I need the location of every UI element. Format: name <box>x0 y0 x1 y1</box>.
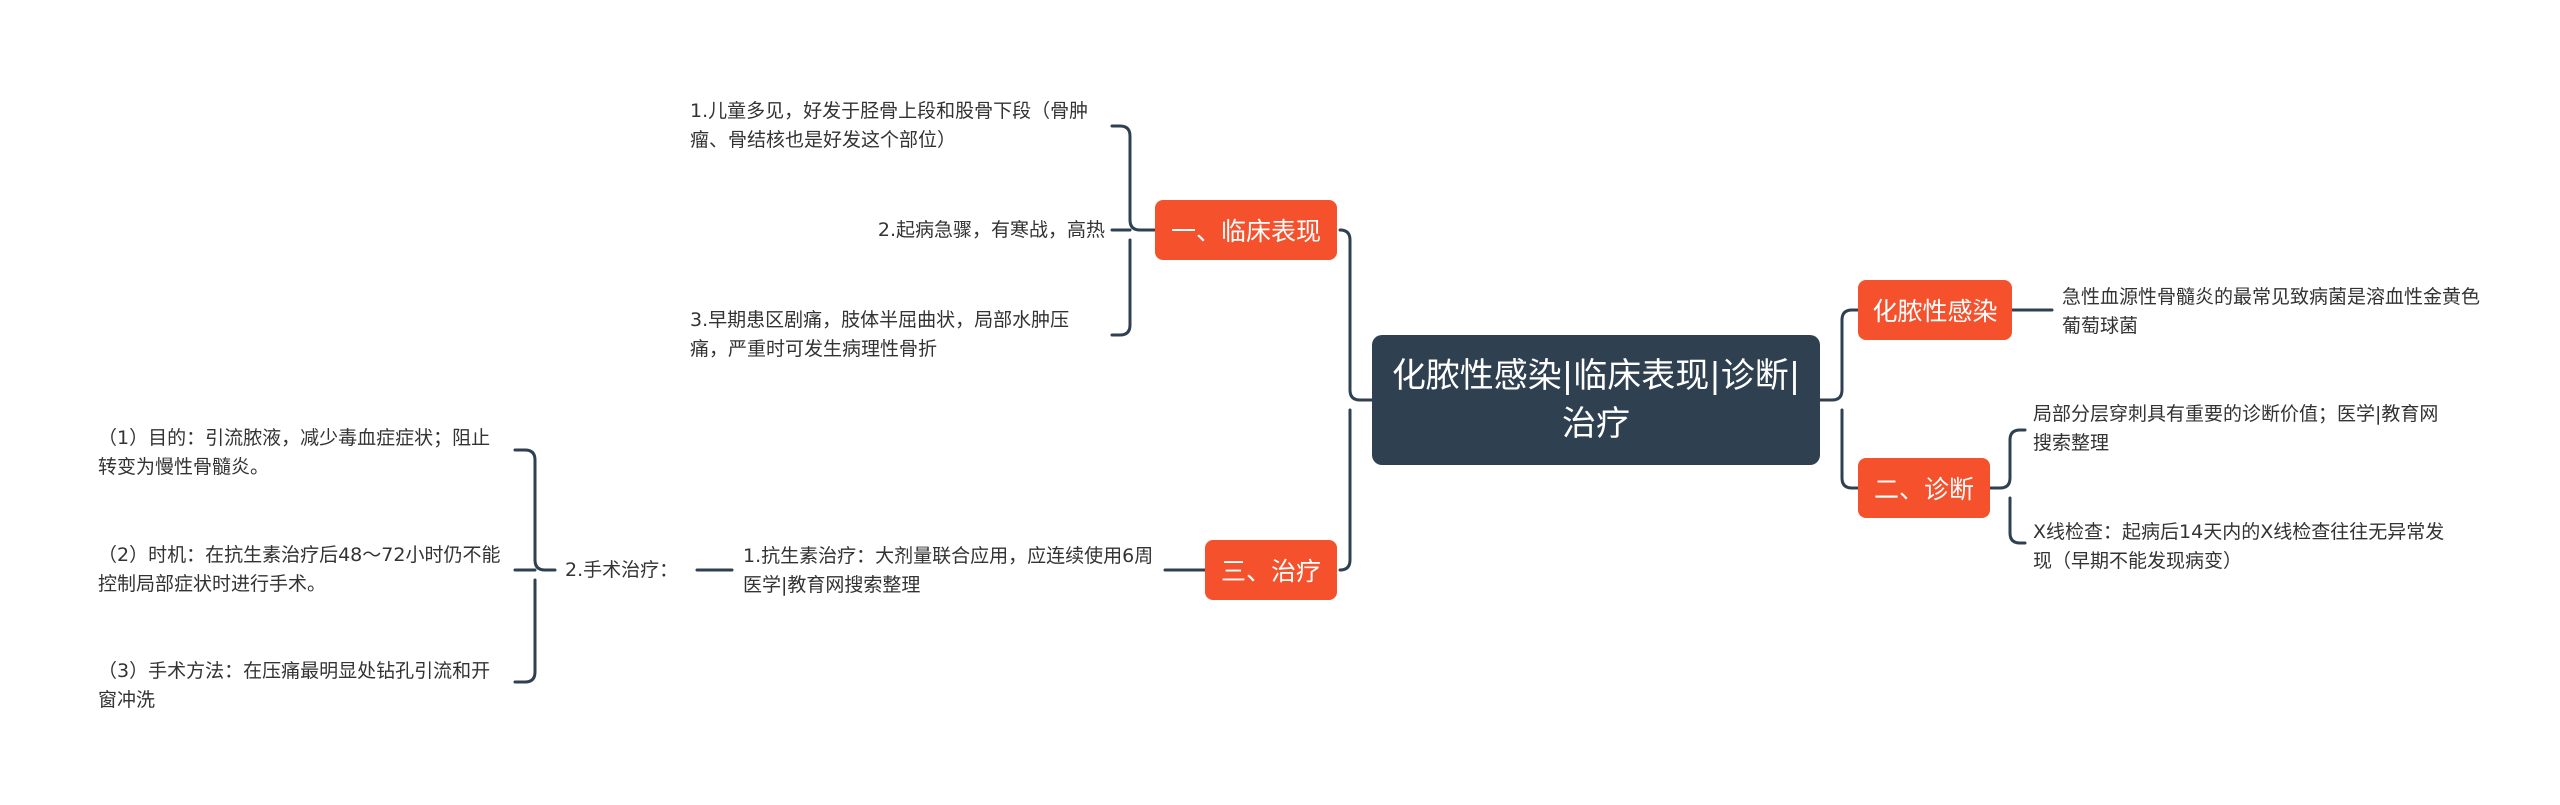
connector-root-to-treatment <box>1338 408 1352 572</box>
root-topic-label: 化脓性感染|临床表现|诊断|治疗 <box>1391 356 1801 444</box>
connector-surgery-to-item1 <box>513 448 557 572</box>
diagnosis-item-1[interactable]: 局部分层穿刺具有重要的诊断价值；医学|教育网搜索整理 <box>2033 403 2439 454</box>
surgery-item-1[interactable]: （1）目的：引流脓液，减少毒血症症状；阻止转变为慢性骨髓炎。 <box>98 427 491 478</box>
branch-treatment-label: 三、治疗 <box>1220 557 1321 586</box>
connector-root-to-infection <box>1818 308 1860 402</box>
connector-diagnosis-to-leaf2 <box>2008 496 2027 545</box>
clinical-item-1[interactable]: 1.儿童多见，好发于胫骨上段和股骨下段（骨肿瘤、骨结核也是好发这个部位） <box>690 100 1089 151</box>
branch-clinical[interactable]: 一、临床表现 <box>1155 200 1337 260</box>
treatment-item-surgery[interactable]: 2.手术治疗： <box>565 559 679 581</box>
branch-diagnosis[interactable]: 二、诊断 <box>1858 458 1990 518</box>
connector-clinical-to-leaf3 <box>1110 238 1132 337</box>
clinical-item-3[interactable]: 3.早期患区剧痛，肢体半屈曲状，局部水肿压痛，严重时可发生病理性骨折 <box>690 309 1070 360</box>
clinical-item-2[interactable]: 2.起病急骤，有寒战，高热 <box>877 219 1105 241</box>
branch-infection-label: 化脓性感染 <box>1872 297 1998 326</box>
branch-infection[interactable]: 化脓性感染 <box>1858 280 2012 340</box>
branch-diagnosis-label: 二、诊断 <box>1873 475 1974 504</box>
surgery-item-2[interactable]: （2）时机：在抗生素治疗后48～72小时仍不能控制局部症状时进行手术。 <box>98 544 501 595</box>
branch-treatment[interactable]: 三、治疗 <box>1205 540 1337 600</box>
root-topic[interactable]: 化脓性感染|临床表现|诊断|治疗 <box>1372 335 1820 465</box>
diagnosis-item-2[interactable]: X线检查：起病后14天内的X线检查往往无异常发现（早期不能发现病变） <box>2033 521 2445 572</box>
connector-root-to-clinical <box>1338 228 1374 402</box>
connector-clinical-to-leaf1 <box>1110 124 1157 232</box>
connector-diagnosis-to-leaf1 <box>1988 428 2027 490</box>
connector-surgery-to-item3 <box>513 578 537 684</box>
branch-clinical-label: 一、临床表现 <box>1170 217 1321 246</box>
treatment-item-antibiotic[interactable]: 1.抗生素治疗：大剂量联合应用，应连续使用6周医学|教育网搜索整理 <box>743 545 1154 596</box>
surgery-item-3[interactable]: （3）手术方法：在压痛最明显处钻孔引流和开窗冲洗 <box>98 660 491 711</box>
infection-item-1[interactable]: 急性血源性骨髓炎的最常见致病菌是溶血性金黄色葡萄球菌 <box>2062 286 2481 337</box>
connector-root-to-diagnosis <box>1840 408 1860 490</box>
